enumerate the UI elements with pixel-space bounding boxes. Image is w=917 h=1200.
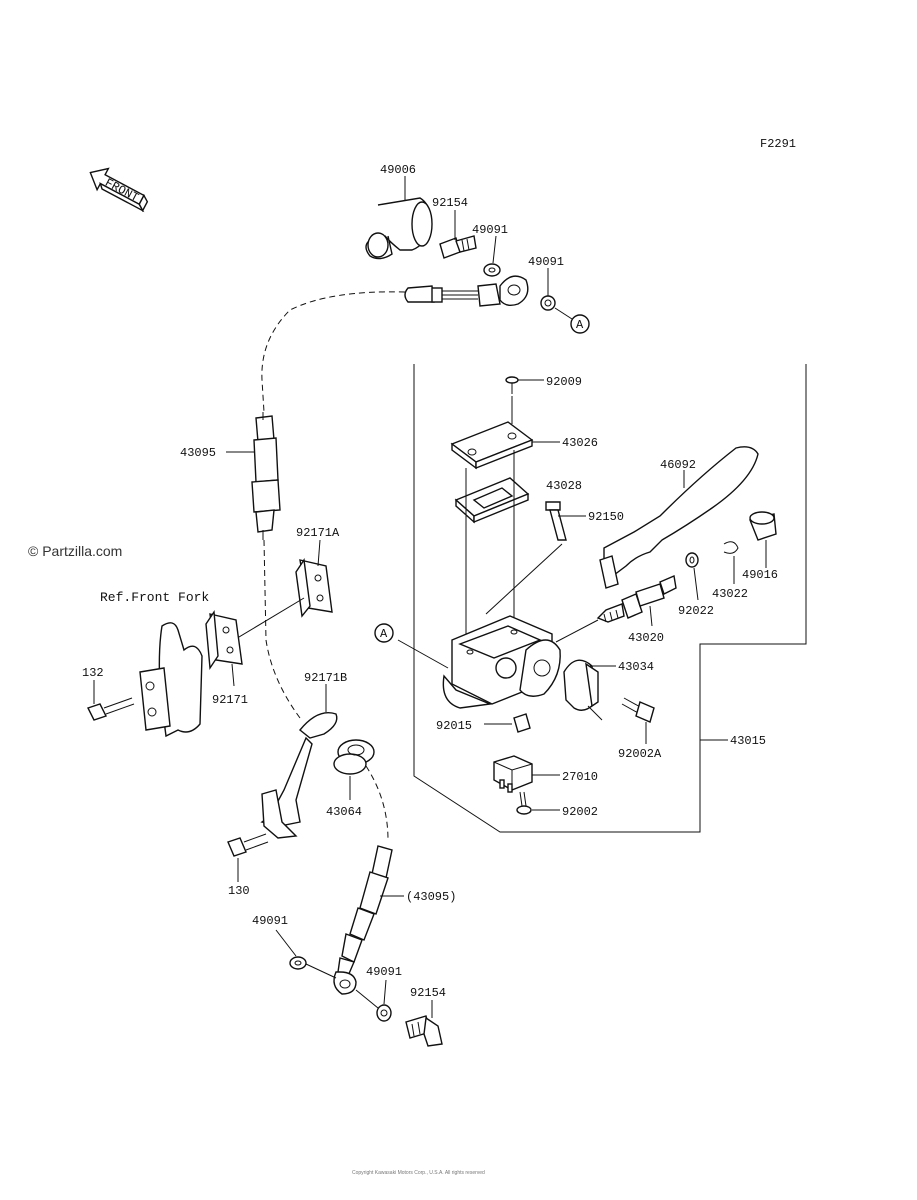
ref-front-fork: Ref.Front Fork	[100, 590, 209, 605]
label-43064: 43064	[326, 805, 362, 819]
part-43026-reservoir-cap	[450, 421, 534, 470]
footer-copyright: Copyright Kawasaki Motors Corp., U.S.A. …	[352, 1170, 485, 1176]
label-49091-c: 49091	[252, 914, 288, 928]
label-92154-bottom: 92154	[410, 986, 446, 1000]
label-43095-paren: (43095)	[406, 890, 456, 904]
label-92171a: 92171A	[296, 526, 340, 540]
label-92002a: 92002A	[618, 747, 662, 761]
part-92150-pivot-bolt	[545, 501, 567, 541]
label-92150: 92150	[588, 510, 624, 524]
part-43064-grommet	[333, 739, 375, 775]
label-92171b: 92171B	[304, 671, 347, 685]
part-92002-screw	[516, 791, 532, 815]
label-27010: 27010	[562, 770, 598, 784]
front-arrow-icon: FRONT	[89, 167, 149, 213]
label-43034: 43034	[618, 660, 654, 674]
label-92022: 92022	[678, 604, 714, 618]
part-92154-banjo-bolt-top	[439, 235, 477, 259]
part-92015-nut	[513, 713, 531, 733]
label-43095: 43095	[180, 446, 216, 460]
part-92022-washer	[685, 552, 699, 568]
part-43095-brake-hose	[251, 412, 281, 540]
part-27010-brake-switch	[493, 755, 533, 793]
front-arrow-label: FRONT	[103, 176, 141, 205]
part-43022-circlip	[723, 541, 739, 554]
part-92171b-clamp	[260, 712, 338, 839]
part-92154-banjo-bolt-bottom	[405, 1015, 443, 1047]
part-43095-lower-hose	[333, 845, 393, 995]
hose-path-mid	[263, 539, 301, 719]
part-43020-piston-assembly	[596, 575, 677, 623]
label-43015: 43015	[730, 734, 766, 748]
part-49091-washer-c	[289, 956, 307, 970]
label-92154-top: 92154	[432, 196, 468, 210]
part-49016-dust-cover	[749, 511, 777, 541]
part-49006-boot	[365, 197, 433, 260]
part-43028-diaphragm	[454, 477, 530, 524]
label-49091-b: 49091	[528, 255, 564, 269]
label-43026: 43026	[562, 436, 598, 450]
label-46092: 46092	[660, 458, 696, 472]
part-130-bolt	[227, 833, 269, 857]
svg-text:A: A	[576, 318, 584, 332]
label-49006: 49006	[380, 163, 416, 177]
label-43028: 43028	[546, 479, 582, 493]
callout-a-left: A	[374, 623, 394, 643]
part-92171a-clamp	[295, 558, 333, 618]
part-43034-handlebar-clamp	[563, 659, 599, 711]
label-92002: 92002	[562, 805, 598, 819]
figure-id: F2291	[760, 137, 796, 151]
hose-path-lower	[365, 765, 389, 841]
label-49091-a: 49091	[472, 223, 508, 237]
label-130: 130	[228, 884, 250, 898]
part-132-bolt	[87, 697, 135, 721]
svg-text:A: A	[380, 627, 388, 641]
part-upper-hose-fitting	[404, 275, 529, 307]
label-43022: 43022	[712, 587, 748, 601]
part-92009-screw	[505, 376, 519, 394]
assembly-43015-outline	[413, 364, 807, 833]
label-132: 132	[82, 666, 104, 680]
part-49091-washer-b	[540, 295, 556, 311]
part-master-cylinder-body	[442, 615, 561, 709]
part-49091-washer-a	[483, 263, 501, 277]
part-92002a-bolt	[621, 697, 655, 723]
label-49016: 49016	[742, 568, 778, 582]
part-46092-brake-lever	[599, 446, 759, 589]
part-49091-washer-d	[376, 1004, 392, 1022]
watermark: © Partzilla.com	[28, 543, 122, 559]
part-front-fork-bracket	[139, 622, 203, 738]
callout-a-top: A	[570, 314, 590, 334]
label-92015: 92015	[436, 719, 472, 733]
label-49091-d: 49091	[366, 965, 402, 979]
label-92009: 92009	[546, 375, 582, 389]
part-92171-clamp	[205, 609, 243, 671]
hose-path-upper	[261, 291, 406, 413]
label-92171: 92171	[212, 693, 248, 707]
label-43020: 43020	[628, 631, 664, 645]
